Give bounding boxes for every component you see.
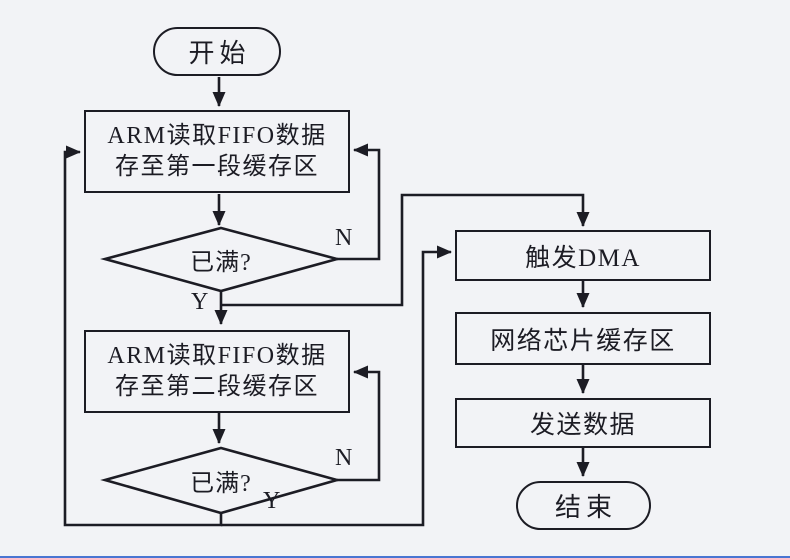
node-end: 结束 <box>516 481 651 530</box>
node-read-fifo-buffer1-line2: 存至第一段缓存区 <box>114 153 319 180</box>
edge-check2-yes-to-dma <box>221 245 452 527</box>
branch-label-check1-no: N <box>335 225 353 251</box>
decision-diamond-full-check-1 <box>100 226 342 293</box>
bottom-accent-bar <box>0 555 790 558</box>
edge-check2-yes-to-read1 <box>63 145 223 527</box>
edge-check1-yes-to-dma <box>221 193 590 307</box>
node-read-fifo-buffer2: ARM读取FIFO数据 存至第二段缓存区 <box>84 330 350 413</box>
node-start-label: 开始 <box>188 39 251 68</box>
branch-label-check2-no: N <box>335 445 353 471</box>
decision-diamond-full-check-2 <box>100 446 342 515</box>
node-read-fifo-buffer1-label: ARM读取FIFO数据 存至第一段缓存区 <box>107 121 326 183</box>
node-read-fifo-buffer1-line1: ARM读取FIFO数据 <box>107 122 327 149</box>
node-trigger-dma-label: 触发DMA <box>525 244 641 272</box>
node-full-check-1-label: 已满? <box>190 249 252 276</box>
node-full-check-2-label: 已满? <box>190 470 252 497</box>
node-read-fifo-buffer2-line2: 存至第二段缓存区 <box>114 373 319 400</box>
node-end-label: 结束 <box>554 493 617 522</box>
branch-label-check2-yes: Y <box>263 488 281 514</box>
node-trigger-dma: 触发DMA <box>455 230 711 281</box>
node-send-data-label: 发送数据 <box>529 412 636 439</box>
edge-check1-no-loop <box>337 143 381 261</box>
node-network-chip-buffer: 网络芯片缓存区 <box>455 312 711 365</box>
node-start: 开始 <box>153 27 281 76</box>
node-read-fifo-buffer2-line1: ARM读取FIFO数据 <box>107 342 327 369</box>
branch-label-check1-yes: Y <box>191 289 209 315</box>
edge-check2-no-loop <box>337 365 381 482</box>
node-send-data: 发送数据 <box>455 398 711 448</box>
node-network-chip-buffer-label: 网络芯片缓存区 <box>490 327 676 355</box>
node-read-fifo-buffer1: ARM读取FIFO数据 存至第一段缓存区 <box>84 110 350 193</box>
node-read-fifo-buffer2-label: ARM读取FIFO数据 存至第二段缓存区 <box>107 341 326 403</box>
